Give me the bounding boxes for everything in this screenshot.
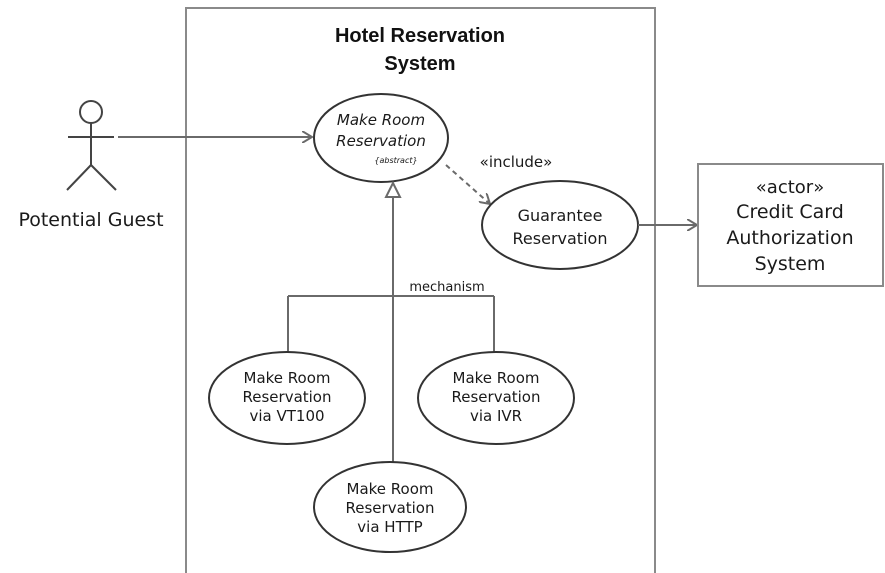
via-vt100-line-2: Reservation <box>243 388 332 406</box>
actor-right-leg <box>90 164 117 191</box>
guarantee-reservation-line-2: Reservation <box>513 229 608 248</box>
via-http-line-3: via HTTP <box>357 518 422 536</box>
include-dependency-line <box>445 164 490 204</box>
generalization-triangle <box>384 180 402 198</box>
via-vt100-line-1: Make Room <box>244 369 331 387</box>
potential-guest-actor: Potential Guest <box>18 100 164 231</box>
make-room-reservation-line-2: Reservation <box>336 132 426 150</box>
guarantee-reservation-line-1: Guarantee <box>518 206 603 225</box>
via-vt100-line-3: via VT100 <box>249 407 324 425</box>
credit-card-stereotype: «actor» <box>756 177 824 198</box>
via-ivr-usecase: Make Room Reservation via IVR <box>417 351 575 445</box>
mechanism-label: mechanism <box>409 280 484 295</box>
abstract-note: {abstract} <box>374 156 417 165</box>
include-label: «include» <box>480 153 553 171</box>
via-http-usecase: Make Room Reservation via HTTP <box>313 461 467 553</box>
actor-head <box>79 100 103 124</box>
credit-card-authorization-actor: «actor» Credit Card Authorization System <box>697 163 884 287</box>
via-ivr-line-1: Make Room <box>453 369 540 387</box>
via-vt100-usecase: Make Room Reservation via VT100 <box>208 351 366 445</box>
credit-card-line-1: Credit Card <box>736 201 844 223</box>
make-room-reservation-usecase: Make Room Reservation {abstract} <box>313 93 449 183</box>
system-boundary <box>185 7 656 573</box>
guarantee-reservation-usecase: Guarantee Reservation <box>481 180 639 270</box>
actor-left-leg <box>66 164 92 191</box>
credit-card-actor-box <box>697 163 884 287</box>
potential-guest-label: Potential Guest <box>18 209 163 231</box>
system-title-line-1: Hotel Reservation <box>335 25 505 47</box>
via-ivr-line-2: Reservation <box>452 388 541 406</box>
via-ivr-line-3: via IVR <box>470 407 522 425</box>
via-http-line-1: Make Room <box>347 480 434 498</box>
credit-card-line-2: Authorization <box>726 227 853 249</box>
make-room-reservation-line-1: Make Room <box>337 111 425 129</box>
generalization-tree: mechanism <box>287 180 495 462</box>
via-http-line-2: Reservation <box>346 499 435 517</box>
credit-card-line-3: System <box>755 253 826 275</box>
system-title-line-2: System <box>384 53 455 75</box>
